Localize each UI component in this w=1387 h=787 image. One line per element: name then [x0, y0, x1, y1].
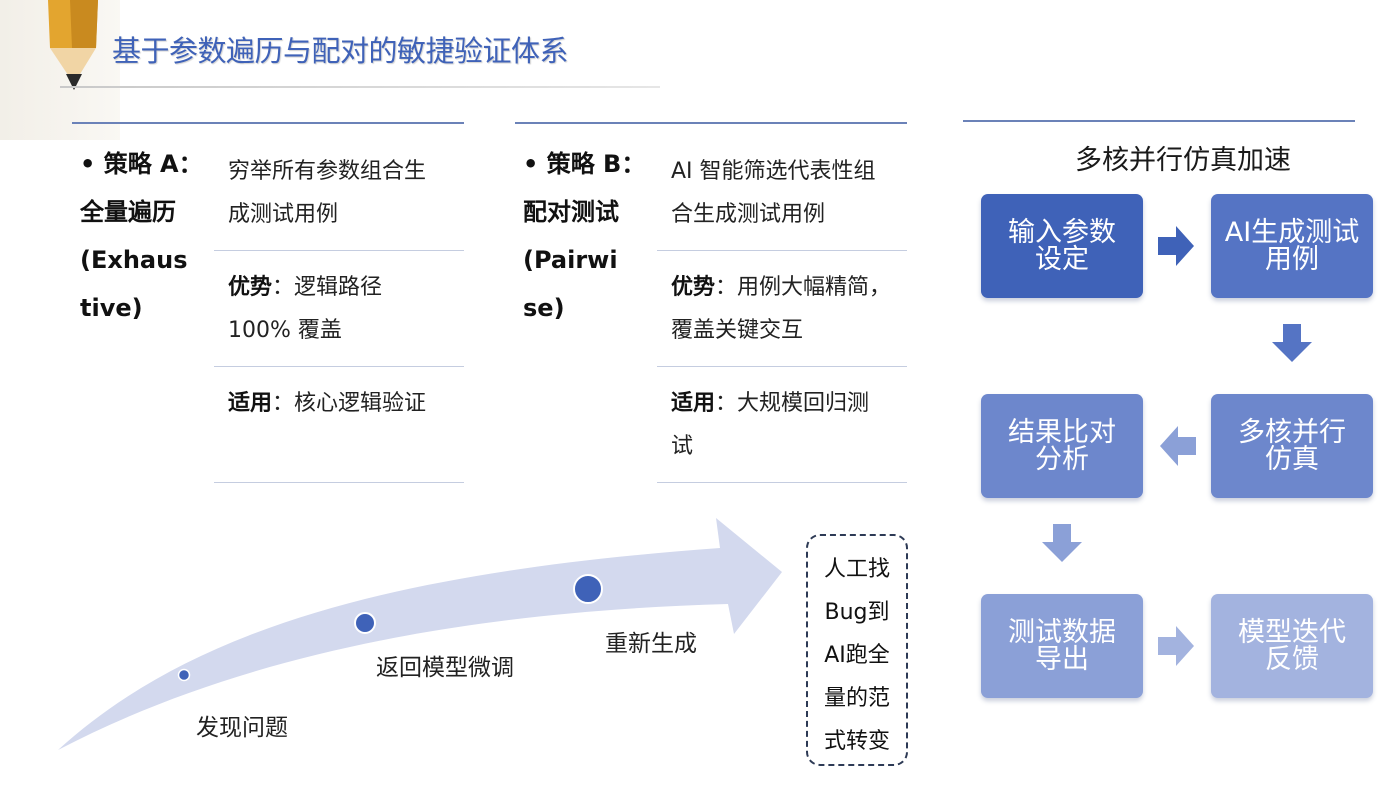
flow-step-text: 分析: [1035, 444, 1089, 475]
flow-step-ai-generate: AI生成测试用例: [1211, 194, 1373, 298]
pencil-icon: [0, 0, 120, 140]
strategy-b-heading: • 策略 B： 配对测试 (Pairwi se): [523, 140, 653, 332]
strategy-a-description-line: 成测试用例: [228, 202, 339, 227]
paradigm-shift-note: 人工找 Bug到 AI跑全 量的范 式转变: [806, 534, 908, 766]
strategy-a-heading-line: tive): [80, 294, 143, 322]
note-line: AI跑全: [824, 643, 890, 668]
strategy-a-separator: [214, 366, 464, 367]
strategy-a-advantage-line: ：逻辑路径: [272, 275, 383, 300]
flow-step-text: 设定: [1035, 244, 1089, 275]
flow-step-model-feedback: 模型迭代反馈: [1211, 594, 1373, 698]
arrow-down-icon: [1272, 324, 1312, 362]
flow-step-text: 多核并行: [1238, 417, 1346, 448]
strategy-a-advantage-line: 100% 覆盖: [228, 318, 342, 343]
strategy-b-advantage-line: ：用例大幅精简，: [715, 275, 892, 300]
arrow-right-icon: [1158, 226, 1194, 266]
note-line: 式转变: [823, 729, 890, 754]
strategy-b-heading-line: 配对测试: [523, 198, 619, 226]
flow-step-multicore-sim: 多核并行仿真: [1211, 394, 1373, 498]
curve-label-regenerate: 重新生成: [605, 631, 697, 657]
flow-step-text: 模型迭代: [1238, 617, 1346, 648]
strategy-b-heading-line: • 策略 B：: [523, 150, 646, 178]
note-line: 人工找: [823, 557, 890, 582]
curve-dot-regenerate: [573, 574, 603, 604]
strategy-a-usage-line: ：核心逻辑验证: [272, 391, 427, 416]
flow-step-export-data: 测试数据导出: [981, 594, 1143, 698]
strategy-a-separator: [214, 482, 464, 483]
strategy-a-description: 穷举所有参数组合生 成测试用例: [228, 150, 464, 236]
strategy-b-usage-line: ：大规模回归测: [715, 391, 870, 416]
strategy-a-advantage: 优势：逻辑路径 100% 覆盖: [228, 266, 464, 352]
strategy-b-description-line: 合生成测试用例: [671, 202, 826, 227]
flow-step-text: 结果比对: [1008, 417, 1116, 448]
strategy-b-top-rule: [515, 122, 907, 124]
flow-step-text: AI生成测试: [1224, 217, 1360, 248]
strategy-a-heading-line: • 策略 A：: [80, 150, 203, 178]
strategy-b-separator: [657, 366, 907, 367]
flow-step-text: 输入参数: [1008, 217, 1116, 248]
strategy-a-separator: [214, 250, 464, 251]
strategy-b-advantage: 优势：用例大幅精简， 覆盖关键交互: [671, 266, 907, 352]
flow-top-rule: [963, 120, 1355, 122]
strategy-b-advantage-line: 覆盖关键交互: [671, 318, 804, 343]
strategy-b-usage: 适用：大规模回归测 试: [671, 382, 907, 468]
curve-label-refine: 返回模型微调: [376, 655, 514, 681]
flow-step-text: 用例: [1265, 244, 1319, 275]
flow-step-compare-results: 结果比对分析: [981, 394, 1143, 498]
arrow-left-icon: [1160, 426, 1196, 466]
flow-step-text: 仿真: [1265, 444, 1319, 475]
curve-label-discover: 发现问题: [196, 715, 288, 741]
strategy-b-separator: [657, 482, 907, 483]
usage-label: 适用: [228, 391, 273, 416]
iteration-curve-arrow: [58, 518, 782, 750]
flow-step-text: 导出: [1035, 644, 1089, 675]
flow-step-text: 反馈: [1265, 644, 1319, 675]
arrow-right-icon: [1158, 626, 1194, 666]
curve-dot-refine: [354, 612, 376, 634]
strategy-b-separator: [657, 250, 907, 251]
arrow-down-icon: [1042, 524, 1082, 562]
usage-label: 适用: [671, 391, 716, 416]
flow-step-input-params: 输入参数设定: [981, 194, 1143, 298]
flow-step-text: 测试数据: [1008, 617, 1116, 648]
strategy-b-description: AI 智能筛选代表性组 合生成测试用例: [671, 150, 907, 236]
note-line: 量的范: [823, 686, 890, 711]
page-title: 基于参数遍历与配对的敏捷验证体系: [112, 34, 569, 68]
advantage-label: 优势: [671, 275, 716, 300]
advantage-label: 优势: [228, 275, 273, 300]
strategy-b-usage-line: 试: [671, 434, 694, 459]
strategy-a-heading-line: 全量遍历: [80, 198, 176, 226]
strategy-a-top-rule: [72, 122, 464, 124]
curve-arrow-shape: [58, 518, 782, 750]
flow-title: 多核并行仿真加速: [1075, 145, 1291, 176]
strategy-a-usage: 适用：核心逻辑验证: [228, 382, 464, 425]
strategy-a-description-line: 穷举所有参数组合生: [228, 159, 427, 184]
strategy-b-heading-line: se): [523, 294, 565, 322]
header-underline: [60, 86, 660, 88]
strategy-b-heading-line: (Pairwi: [523, 246, 618, 274]
strategy-a-heading-line: (Exhaus: [80, 246, 188, 274]
note-line: Bug到: [824, 600, 890, 625]
strategy-b-description-line: AI 智能筛选代表性组: [671, 159, 876, 184]
strategy-a-heading: • 策略 A： 全量遍历 (Exhaus tive): [80, 140, 210, 332]
curve-dot-discover: [177, 668, 191, 682]
